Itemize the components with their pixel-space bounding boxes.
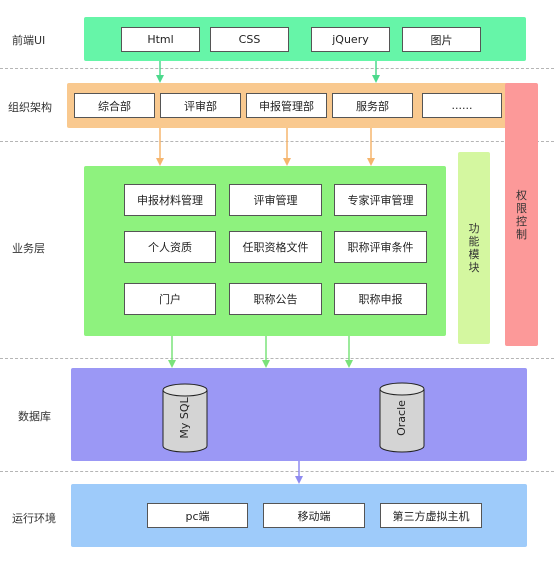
permission-char-2: 限 — [516, 201, 527, 215]
layer-label-frontend: 前端UI — [12, 34, 46, 47]
function-char-2: 能 — [468, 235, 480, 248]
business-item-7: 门户 — [124, 283, 216, 315]
org-item-service: 服务部 — [332, 93, 413, 118]
business-item-6: 职称评审条件 — [334, 231, 427, 263]
oracle-database-icon: Oracle — [379, 382, 425, 453]
permission-char-1: 权 — [516, 188, 527, 202]
business-item-2: 评审管理 — [229, 184, 322, 216]
function-char-4: 块 — [468, 261, 480, 274]
function-module-panel: 功 能 模 块 — [458, 152, 490, 344]
business-item-8: 职称公告 — [229, 283, 322, 315]
org-item-general: 综合部 — [74, 93, 155, 118]
separator-1 — [0, 68, 554, 69]
function-char-1: 功 — [468, 222, 480, 235]
frontend-item-jquery: jQuery — [311, 27, 390, 52]
frontend-item-html: Html — [121, 27, 200, 52]
business-item-1: 申报材料管理 — [124, 184, 216, 216]
business-item-4: 个人资质 — [124, 231, 216, 263]
separator-2 — [0, 141, 554, 142]
business-item-5: 任职资格文件 — [229, 231, 322, 263]
frontend-item-images: 图片 — [402, 27, 481, 52]
org-item-more: ...... — [422, 93, 502, 118]
org-item-declaration: 申报管理部 — [246, 93, 327, 118]
database-band — [71, 368, 527, 461]
mysql-database-icon: My SQL — [162, 383, 208, 453]
runtime-item-pc: pc端 — [147, 503, 248, 528]
function-char-3: 模 — [468, 248, 480, 261]
org-item-review: 评审部 — [160, 93, 241, 118]
layer-label-org: 组织架构 — [8, 101, 52, 114]
frontend-item-css: CSS — [210, 27, 289, 52]
runtime-item-vhost: 第三方虚拟主机 — [380, 503, 482, 528]
oracle-label: Oracle — [395, 400, 408, 436]
layer-label-runtime: 运行环境 — [12, 512, 56, 525]
permission-char-3: 控 — [516, 214, 527, 228]
layer-label-database: 数据库 — [18, 410, 51, 423]
runtime-item-mobile: 移动端 — [263, 503, 365, 528]
mysql-label: My SQL — [178, 397, 191, 439]
layer-label-business: 业务层 — [12, 242, 45, 255]
permission-control-panel: 权 限 控 制 — [505, 83, 538, 346]
separator-4 — [0, 471, 554, 472]
business-item-3: 专家评审管理 — [334, 184, 427, 216]
permission-char-4: 制 — [516, 227, 527, 241]
separator-3 — [0, 358, 554, 359]
business-item-9: 职称申报 — [334, 283, 427, 315]
